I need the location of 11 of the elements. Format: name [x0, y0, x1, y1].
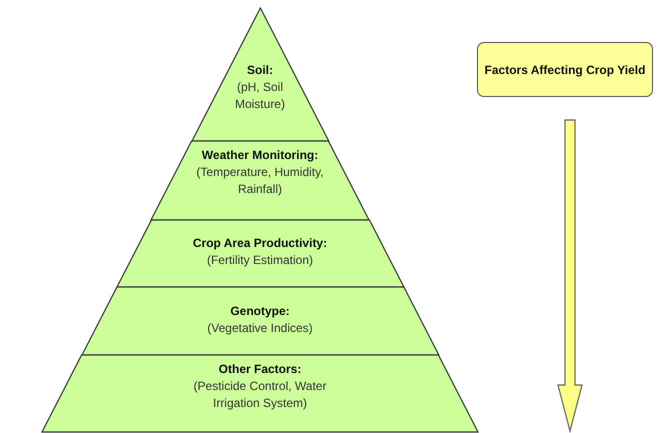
layer-heading: Other Factors:: [218, 361, 302, 378]
layer-description: (Vegetative Indices): [206, 320, 314, 337]
layer-heading: Crop Area Productivity:: [192, 235, 328, 252]
layer-description: (Temperature, Humidity, Rainfall): [195, 164, 325, 198]
layer-description: (Fertility Estimation): [206, 252, 314, 269]
layer-description: (pH, Soil Moisture): [234, 79, 286, 113]
title-box: Factors Affecting Crop Yield: [477, 42, 653, 97]
layer-description: (Pesticide Control, Water Irrigation System): [192, 378, 328, 412]
layer-heading: Soil:: [246, 62, 274, 79]
layer-heading: Weather Monitoring:: [200, 147, 320, 164]
layer-heading: Genotype:: [229, 303, 291, 320]
